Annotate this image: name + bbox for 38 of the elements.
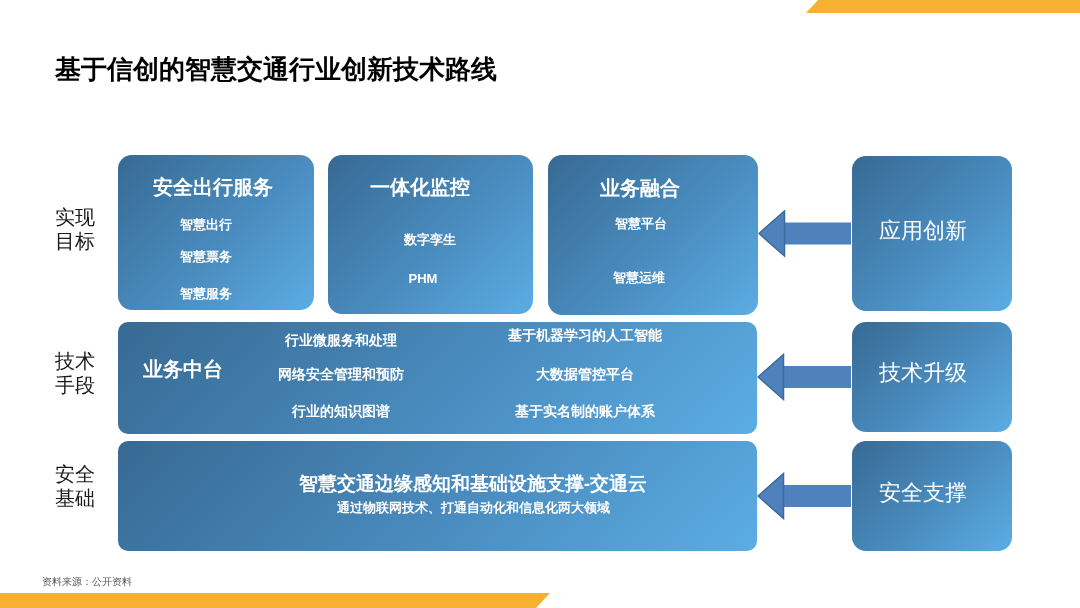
item-text: 数字孪生 bbox=[404, 232, 456, 248]
slide-title: 基于信创的智慧交通行业创新技术路线 bbox=[55, 54, 497, 86]
item-text: 行业的知识图谱 bbox=[292, 402, 390, 420]
rounded-box bbox=[118, 322, 757, 434]
rounded-box bbox=[328, 155, 533, 314]
rounded-box bbox=[548, 155, 758, 315]
block-arrow bbox=[757, 353, 851, 401]
rounded-box bbox=[118, 155, 314, 310]
item-text: 智慧出行 bbox=[180, 217, 232, 233]
item-text: 基于实名制的账户体系 bbox=[515, 402, 655, 420]
block-arrow bbox=[758, 210, 851, 257]
box-subtitle: 通过物联网技术、打通自动化和信息化两大领域 bbox=[336, 500, 610, 516]
item-text: PHM bbox=[408, 271, 438, 287]
box-heading: 安全出行服务 bbox=[153, 175, 273, 199]
box-label: 安全支撑 bbox=[879, 479, 967, 507]
source-note: 资料来源：公开资料 bbox=[42, 576, 133, 588]
box-label: 技术升级 bbox=[879, 359, 967, 387]
row-label: 实现目标 bbox=[55, 205, 96, 253]
item-text: 网络安全管理和预防 bbox=[278, 365, 404, 383]
box-heading: 智慧交通边缘感知和基础设施支撑-交通云 bbox=[298, 472, 648, 496]
item-text: 行业微服务和处理 bbox=[285, 331, 397, 349]
row-label: 安全基础 bbox=[55, 462, 96, 510]
item-text: 智慧平台 bbox=[615, 216, 667, 232]
rounded-box bbox=[852, 156, 1012, 311]
row-label: 技术手段 bbox=[55, 349, 96, 397]
box-heading: 业务融合 bbox=[600, 176, 680, 200]
item-text: 智慧服务 bbox=[180, 286, 232, 302]
item-text: 智慧运维 bbox=[613, 270, 665, 286]
box-heading: 业务中台 bbox=[143, 357, 223, 381]
item-text: 智慧票务 bbox=[180, 249, 232, 265]
block-arrow bbox=[757, 472, 851, 520]
box-label: 应用创新 bbox=[879, 217, 967, 245]
rounded-box bbox=[852, 322, 1012, 432]
rounded-box bbox=[118, 441, 757, 551]
rounded-box bbox=[852, 441, 1012, 551]
item-text: 基于机器学习的人工智能 bbox=[508, 326, 662, 344]
box-heading: 一体化监控 bbox=[370, 175, 470, 199]
item-text: 大数据管控平台 bbox=[536, 365, 634, 383]
